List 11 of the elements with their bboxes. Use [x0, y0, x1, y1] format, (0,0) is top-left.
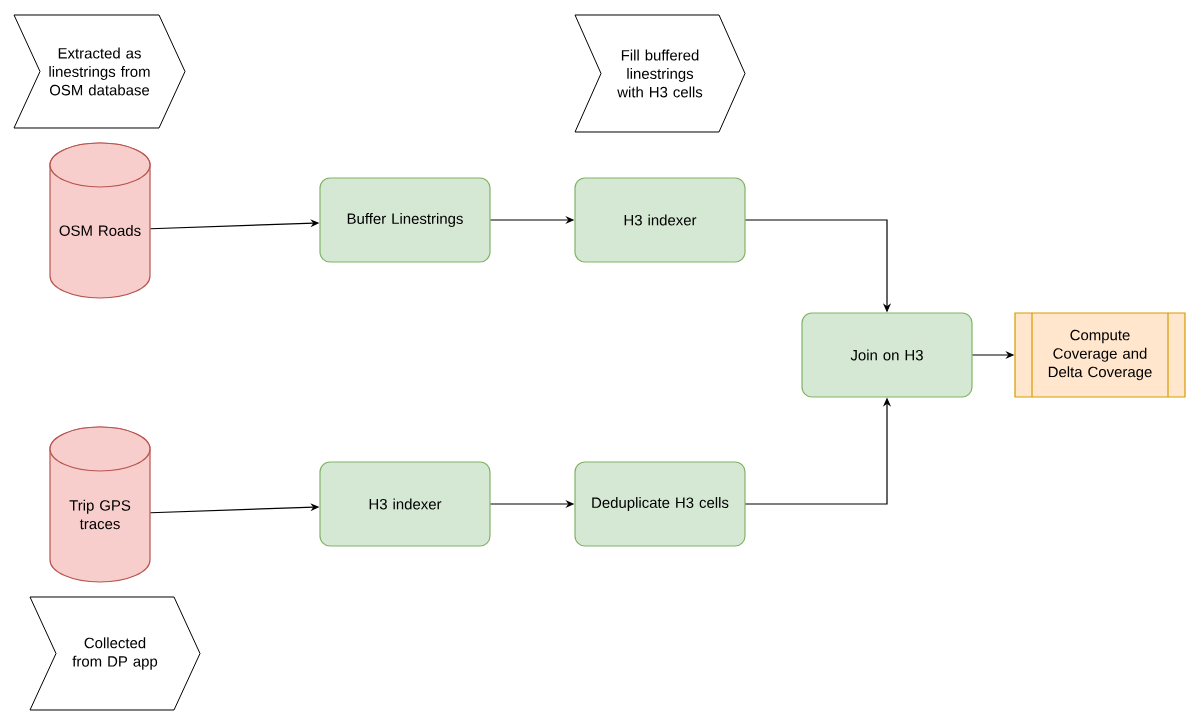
- process-box: H3 indexer: [574, 177, 746, 263]
- database-cylinder: Trip GPS traces: [49, 426, 151, 583]
- subprocess-box: Compute Coverage and Delta Coverage: [1014, 312, 1186, 398]
- database-cylinder: OSM Roads: [49, 142, 151, 299]
- step-chevron: Extracted as linestrings from OSM database: [13, 14, 186, 129]
- process-box: H3 indexer: [319, 461, 491, 547]
- process-box: Buffer Linestrings: [319, 177, 491, 263]
- process-box: Join on H3: [801, 312, 973, 398]
- process-box: Deduplicate H3 cells: [574, 461, 746, 547]
- step-chevron: Fill buffered linestrings with H3 cells: [574, 14, 746, 133]
- step-chevron: Collected from DP app: [29, 596, 201, 711]
